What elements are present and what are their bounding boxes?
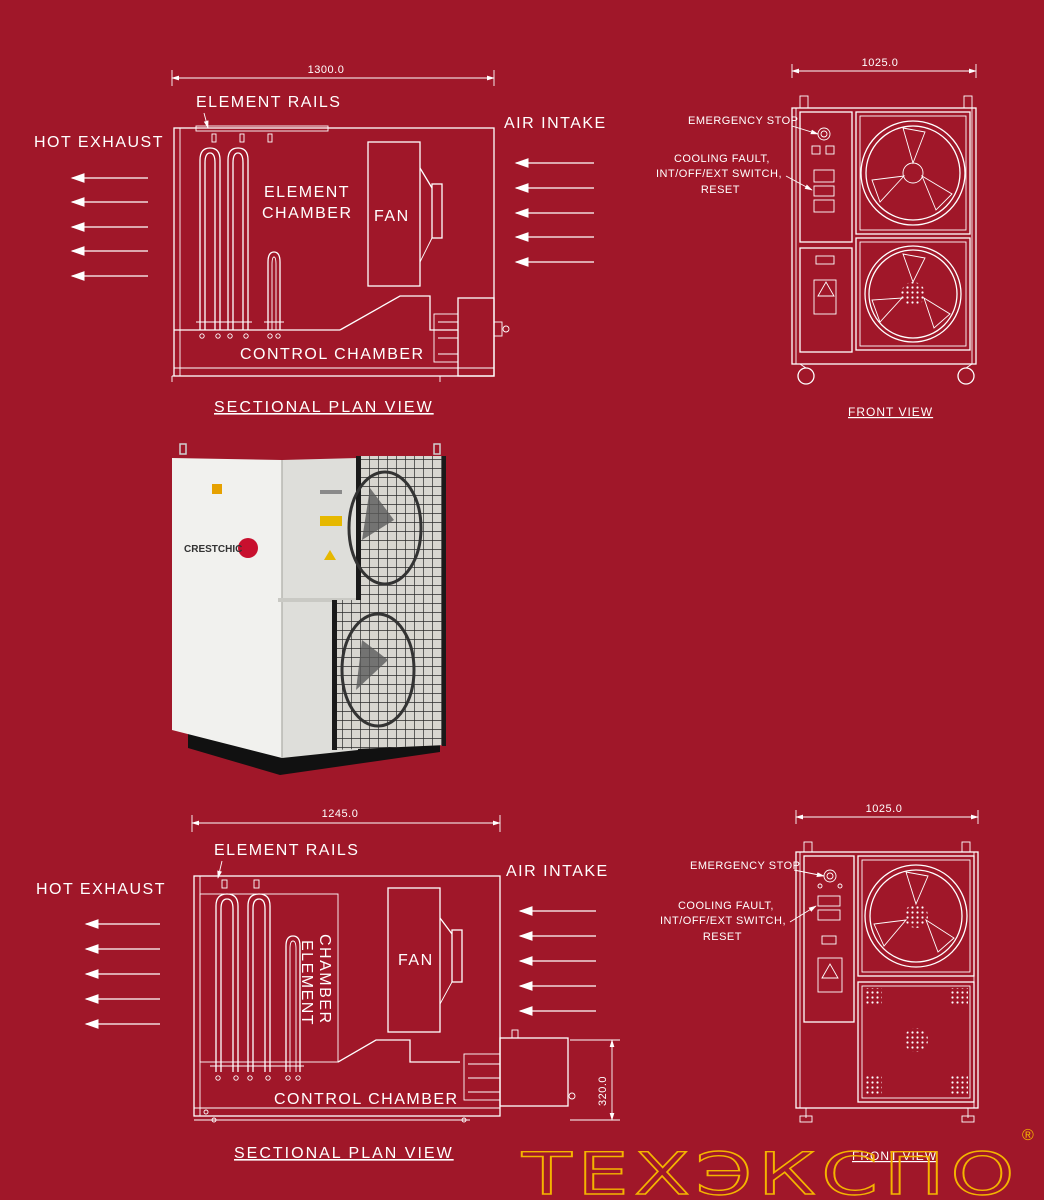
upper-sectional-plan-view: 1300.0 ELEMENT RAILS HOT EXHAUST AIR INT… xyxy=(34,64,607,416)
watermark-registered-mark: ® xyxy=(1022,1127,1034,1144)
lower-width-dimension-text: 1245.0 xyxy=(322,808,359,820)
upper-control-chamber-label: CONTROL CHAMBER xyxy=(240,346,425,363)
lower-intake-arrows xyxy=(518,906,596,1016)
upper-cooling-fault-line-2: INT/OFF/EXT SWITCH, xyxy=(656,168,782,180)
upper-heating-elements xyxy=(196,133,284,339)
upper-exhaust-arrows xyxy=(70,173,148,281)
upper-width-dimension: 1300.0 xyxy=(171,64,495,86)
upper-sectional-plan-view-title: SECTIONAL PLAN VIEW xyxy=(214,399,434,416)
upper-front-wheels xyxy=(797,363,975,385)
upper-element-chamber-line-1: ELEMENT xyxy=(264,184,350,201)
lower-casing xyxy=(193,875,501,1123)
upper-front-fan-top xyxy=(855,111,971,235)
lower-control-box xyxy=(463,1029,576,1107)
lower-element-rails-label: ELEMENT RAILS xyxy=(214,842,359,859)
lower-height-dimension: 320.0 xyxy=(570,1039,620,1121)
lower-fan-label: FAN xyxy=(398,952,434,969)
upper-front-view: 1025.0 xyxy=(656,57,977,419)
lower-height-dimension-text: 320.0 xyxy=(597,1076,609,1106)
lower-cooling-fault-line-3: RESET xyxy=(703,931,742,943)
lower-heating-elements xyxy=(210,879,304,1081)
lower-exhaust-arrows xyxy=(84,919,160,1029)
lower-fan: FAN xyxy=(387,887,463,1033)
upper-element-rails-label: ELEMENT RAILS xyxy=(196,94,341,111)
upper-cooling-fault-line-1: COOLING FAULT, xyxy=(674,153,770,165)
lower-front-view-title: FRONT VIEW xyxy=(852,1149,937,1163)
photo-brand-label: CRESTCHIC xyxy=(184,544,242,555)
lower-air-intake-label: AIR INTAKE xyxy=(506,863,609,880)
lower-element-chamber-line-1: ELEMENT xyxy=(298,940,315,1026)
lower-sectional-plan-view-title: SECTIONAL PLAN VIEW xyxy=(234,1145,454,1162)
lower-cooling-fault-line-2: INT/OFF/EXT SWITCH, xyxy=(660,915,786,927)
lower-element-chamber-line-2: CHAMBER xyxy=(316,934,333,1025)
lower-element-chamber-label: ELEMENT CHAMBER xyxy=(298,934,333,1026)
upper-front-fan-bottom xyxy=(855,237,971,351)
upper-cooling-fault-line-3: RESET xyxy=(701,184,740,196)
lower-front-width-dimension-text: 1025.0 xyxy=(866,803,903,815)
lower-front-grille-bottom xyxy=(857,981,975,1103)
lower-front-width-dimension: 1025.0 xyxy=(795,803,979,824)
texexpo-watermark: ТЕХЭКСПО ® xyxy=(520,1127,1034,1200)
lower-cooling-fault-line-1: COOLING FAULT, xyxy=(678,900,774,912)
lower-front-view: 1025.0 xyxy=(660,803,979,1163)
lower-sectional-plan-view: 1245.0 ELEMENT RAILS HOT EXHAUST AIR INT… xyxy=(36,808,620,1162)
upper-hot-exhaust-label: HOT EXHAUST xyxy=(34,134,164,151)
lower-control-chamber-label: CONTROL CHAMBER xyxy=(274,1091,459,1108)
upper-intake-arrows xyxy=(514,158,594,267)
upper-emergency-stop-label: EMERGENCY STOP xyxy=(688,115,799,127)
upper-fan: FAN xyxy=(367,141,443,287)
lower-emergency-stop-label: EMERGENCY STOP xyxy=(690,860,801,872)
upper-front-control-panel xyxy=(799,111,853,353)
lower-width-dimension: 1245.0 xyxy=(191,808,501,832)
upper-front-width-dimension-text: 1025.0 xyxy=(862,57,899,69)
upper-front-width-dimension: 1025.0 xyxy=(791,57,977,78)
watermark-logo-text: ТЕХЭКСПО xyxy=(521,1140,1020,1200)
upper-front-casing xyxy=(791,95,977,365)
upper-fan-label: FAN xyxy=(374,208,410,225)
upper-air-intake-label: AIR INTAKE xyxy=(504,115,607,132)
upper-casing xyxy=(171,125,495,382)
load-bank-photo: CRESTCHIC xyxy=(172,443,446,775)
lower-front-control-panel xyxy=(803,855,855,1023)
upper-element-chamber-line-2: CHAMBER xyxy=(262,205,353,222)
upper-front-view-title: FRONT VIEW xyxy=(848,405,933,419)
lower-hot-exhaust-label: HOT EXHAUST xyxy=(36,881,166,898)
upper-control-box xyxy=(433,297,510,377)
lower-front-fan-top xyxy=(857,855,975,977)
upper-width-dimension-text: 1300.0 xyxy=(308,64,345,76)
